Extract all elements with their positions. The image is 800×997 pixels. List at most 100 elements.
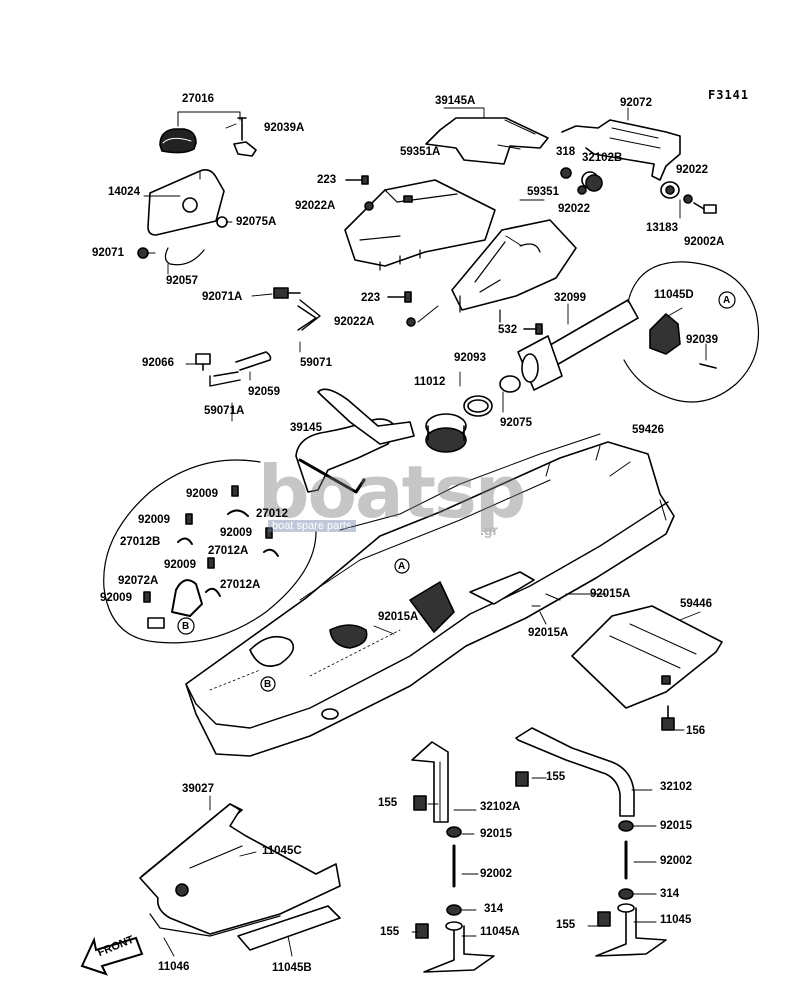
part-label: 92009 [186, 488, 218, 500]
part-label: 32102 [660, 781, 692, 793]
callout-B-detail [103, 459, 317, 644]
watermark: boatsp boat spare parts .gr [258, 452, 558, 542]
part-label: 92002A [684, 236, 725, 248]
part-label: 223 [317, 174, 337, 186]
part-label: 59351 [527, 186, 559, 198]
part-label: 92039A [264, 122, 305, 134]
part-label: 92022 [558, 203, 590, 215]
strip-11045C [189, 845, 243, 869]
cover-59351A [344, 179, 496, 271]
part-label: 92093 [454, 352, 486, 364]
part-label: 92002 [480, 868, 512, 880]
handle-bar-92072 [561, 119, 681, 181]
screw-223-upper [345, 175, 369, 185]
grip-39145 [295, 388, 415, 494]
part-label: 11045 [660, 914, 692, 926]
part-label: 59351A [400, 146, 441, 158]
callout-B-marker [260, 676, 276, 692]
bolt-532 [523, 323, 543, 335]
part-label: 92022 [676, 164, 708, 176]
part-label: 32099 [554, 292, 586, 304]
part-label: 92009 [164, 559, 196, 571]
part-label: 39145A [435, 95, 476, 107]
part-label: 155 [380, 926, 400, 938]
washer-318 [560, 167, 572, 179]
part-label: 92022A [334, 316, 375, 328]
part-label: 14024 [108, 186, 140, 198]
part-label: 92009 [100, 592, 132, 604]
callout-letter-A-hull: A [398, 561, 406, 572]
part-label: 156 [686, 725, 706, 737]
part-label: 92015A [590, 588, 631, 600]
bolts-92009 [143, 485, 273, 603]
watermark-tld: .gr [480, 522, 498, 538]
part-label: 11045C [262, 845, 302, 857]
part-label: 92072 [620, 97, 652, 109]
hose-59071A [209, 371, 241, 387]
part-label: 92071 [92, 247, 124, 259]
washer-92075A [216, 216, 228, 228]
spacer-13183 [660, 181, 680, 199]
part-label: 27012A [208, 545, 249, 557]
part-label: 11045A [480, 926, 520, 938]
part-label: 155 [378, 797, 398, 809]
nozzle-92071A [273, 287, 301, 299]
part-label: 92022A [295, 200, 336, 212]
part-label: 27012A [220, 579, 261, 591]
part-label: 155 [546, 771, 566, 783]
hose-59071 [297, 299, 321, 331]
part-label: 314 [484, 903, 504, 915]
bolt-155-c [415, 923, 429, 939]
hull-59426 [185, 433, 675, 757]
stack-right [618, 820, 634, 900]
part-label: 318 [556, 146, 576, 158]
part-label: 92059 [248, 386, 280, 398]
front-arrow-icon [80, 936, 144, 976]
part-label: 11046 [158, 961, 190, 973]
cap-27016 [159, 128, 197, 154]
foot-11045 [595, 903, 667, 957]
part-label: 59446 [680, 598, 712, 610]
part-label: 11045B [272, 962, 312, 974]
part-label: 92039 [686, 334, 718, 346]
hose-92059 [235, 351, 272, 371]
part-label: 92015A [378, 611, 419, 623]
part-label: 32102B [582, 152, 623, 164]
part-label: 92015A [528, 627, 569, 639]
plate-39145A [425, 117, 549, 165]
part-label: 32102A [480, 801, 521, 813]
figure-code: F3141 [708, 88, 750, 102]
part-label: 59426 [632, 424, 664, 436]
strip-11045B [237, 905, 341, 951]
callout-letter-B-hull: B [264, 679, 272, 690]
part-label: 11012 [414, 376, 446, 388]
part-label: 27012 [256, 508, 288, 520]
part-label: 92009 [220, 527, 252, 539]
washer-92022A-lower [406, 305, 439, 327]
bushing-32102B [581, 171, 603, 192]
bracket-32102A [411, 741, 449, 823]
washer-92022-right [683, 194, 693, 204]
plate-59446 [571, 605, 723, 709]
part-label: 27016 [182, 93, 214, 105]
part-label: 532 [498, 324, 518, 336]
part-label: 13183 [646, 222, 678, 234]
part-label: 92066 [142, 357, 174, 369]
part-label: 27012B [120, 536, 161, 548]
part-label: 92015 [480, 828, 512, 840]
part-label: 92009 [138, 514, 170, 526]
cord-92057 [164, 247, 205, 266]
part-label: 39027 [182, 783, 214, 795]
bolt-155-b [515, 771, 529, 787]
bolt-155-d [597, 911, 611, 927]
part-label: 92072A [118, 575, 159, 587]
callout-letter-A: A [723, 295, 731, 306]
screw-92039A [233, 117, 257, 157]
part-label: 155 [556, 919, 576, 931]
stack-left [446, 826, 462, 916]
leader-lines [143, 107, 707, 957]
plug-92066 [195, 353, 211, 371]
bumper-11046 [139, 803, 341, 937]
part-label: 11045D [654, 289, 694, 301]
